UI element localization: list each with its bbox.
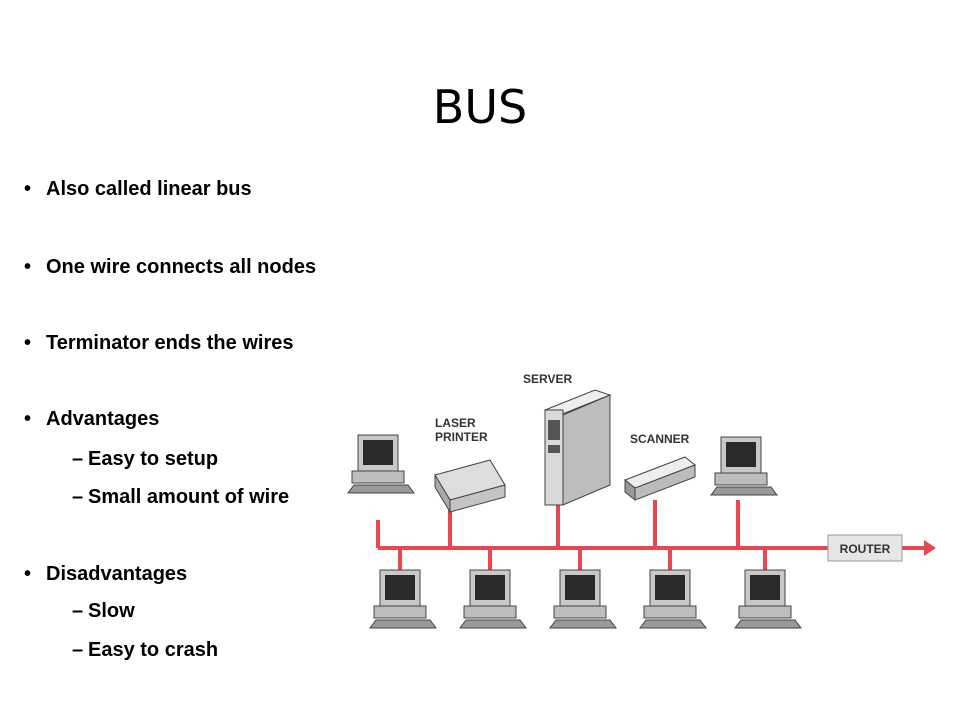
bullet-dot: •: [24, 563, 32, 585]
bullet-dot: •: [24, 178, 32, 200]
computer-icon: [549, 569, 617, 629]
scanner: SCANNER: [624, 432, 696, 502]
sub-bullet-text: Easy to setup: [88, 448, 219, 470]
bullet-text: Also called linear bus: [46, 178, 252, 200]
sub-bullet-dash: –: [72, 639, 84, 661]
sub-bullet-dash: –: [72, 600, 84, 622]
computer-icon: [369, 569, 437, 629]
arrow-icon: [924, 540, 936, 556]
computer-icon: [710, 436, 778, 496]
bullet-dot: •: [24, 408, 32, 430]
scanner-label: SCANNER: [630, 432, 690, 446]
sub-bullet-dash: –: [72, 448, 84, 470]
router-label: ROUTER: [840, 542, 891, 556]
sub-bullet-text: Slow: [88, 600, 135, 622]
bullet-text: One wire connects all nodes: [46, 256, 317, 278]
sub-bullet-dash: –: [72, 486, 84, 508]
bus-network-diagram: ROUTER LASER PRINTER SERVER SCANNER: [347, 372, 936, 629]
server-label: SERVER: [523, 372, 572, 386]
printer-label-line-1: LASER: [435, 416, 476, 430]
sub-bullet-text: Small amount of wire: [88, 486, 290, 508]
bullet-dot: •: [24, 256, 32, 278]
slide-title: BUS: [432, 80, 528, 134]
bullet-text: Disadvantages: [46, 563, 188, 585]
computer-icon: [639, 569, 707, 629]
bullet-text: Terminator ends the wires: [46, 332, 294, 354]
laser-printer: LASER PRINTER: [434, 416, 506, 514]
printer-label-line-2: PRINTER: [435, 430, 488, 444]
server: SERVER: [523, 372, 612, 506]
computer-icon: [347, 434, 415, 494]
bullet-text: Advantages: [46, 408, 160, 430]
computer-icon: [734, 569, 802, 629]
router: ROUTER: [827, 534, 903, 562]
sub-bullet-text: Easy to crash: [88, 639, 219, 661]
bullet-dot: •: [24, 332, 32, 354]
computer-icon: [459, 569, 527, 629]
